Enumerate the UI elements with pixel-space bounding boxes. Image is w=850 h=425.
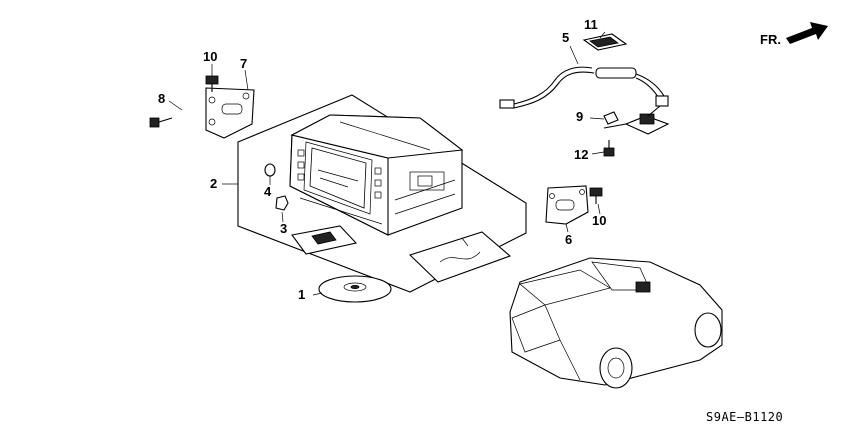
diagram-code: S9AE—B1120 — [706, 410, 784, 424]
dvd-disc — [318, 275, 392, 303]
forward-arrow-icon — [786, 22, 828, 44]
instruction-card — [291, 225, 358, 255]
navigation-unit — [289, 114, 464, 236]
callout-1: 1 — [298, 287, 306, 302]
callout-10-upper: 10 — [203, 49, 218, 64]
clip-3 — [275, 195, 289, 211]
callout-11: 11 — [584, 17, 598, 32]
vehicle-outline — [509, 257, 723, 389]
callout-7: 7 — [240, 56, 248, 71]
gps-antenna-cable — [499, 66, 669, 109]
direction-label: FR. — [760, 32, 781, 47]
callout-9: 9 — [576, 109, 584, 124]
leader-lines — [168, 31, 606, 296]
map-sheet — [408, 231, 512, 283]
clip-9 — [603, 111, 619, 125]
screw-left — [149, 117, 173, 128]
kit-boundary — [237, 94, 527, 293]
clip-4 — [264, 163, 276, 183]
bracket-right — [545, 185, 589, 225]
bolt-right — [589, 187, 603, 204]
callout-4: 4 — [264, 184, 272, 199]
bracket-left — [205, 87, 255, 139]
callout-6: 6 — [565, 232, 573, 247]
callout-10-right: 10 — [592, 213, 607, 228]
callout-5: 5 — [562, 30, 570, 45]
callout-8: 8 — [158, 91, 166, 106]
callout-12: 12 — [574, 147, 589, 162]
antenna-pad — [582, 33, 628, 51]
callout-2: 2 — [210, 176, 218, 191]
screw-12 — [603, 140, 615, 157]
callout-3: 3 — [280, 221, 288, 236]
gps-antenna-module — [603, 105, 670, 135]
